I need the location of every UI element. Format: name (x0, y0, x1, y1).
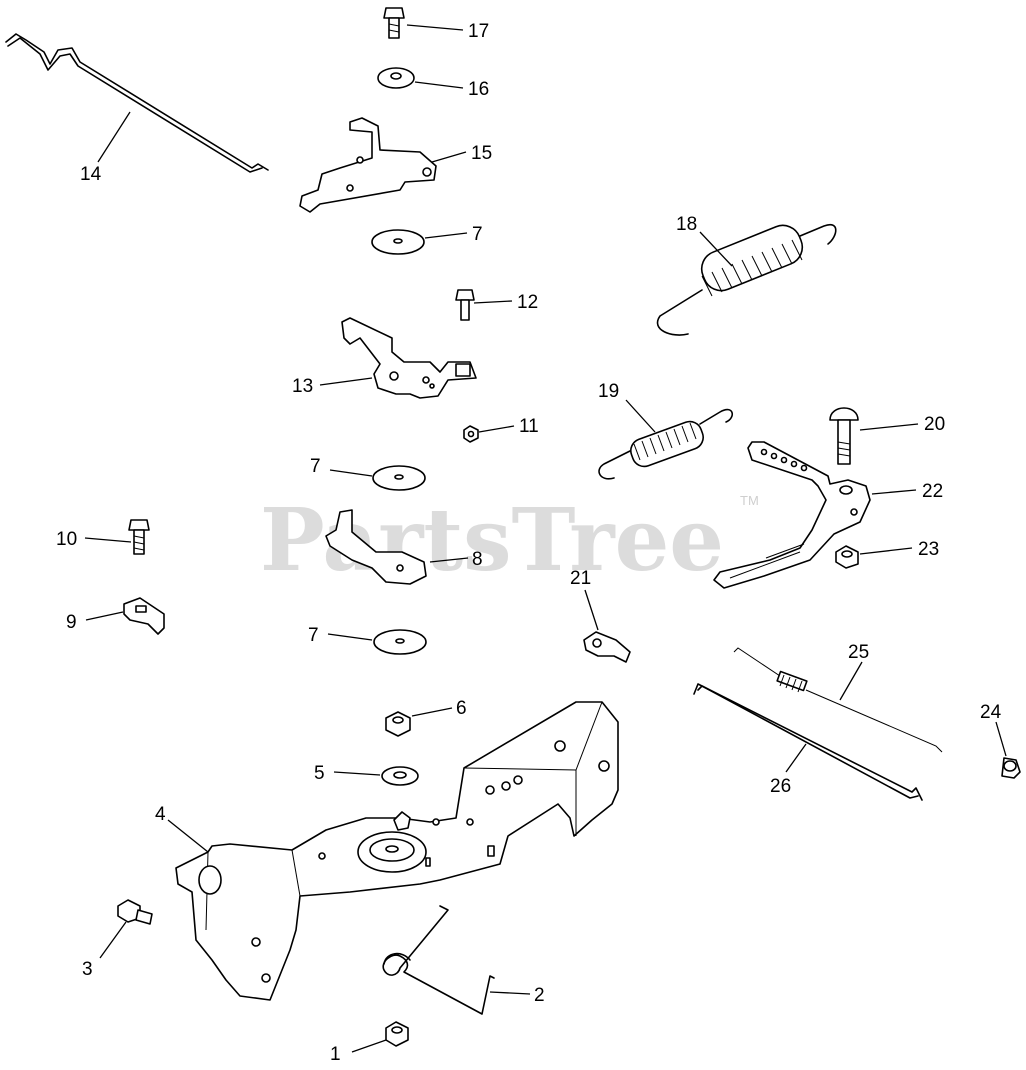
callout-9: 9 (66, 612, 77, 633)
callout-6: 6 (456, 698, 467, 719)
part-11-nut[interactable] (463, 425, 479, 443)
callout-21: 22 (922, 481, 943, 502)
callout-25: 24 (980, 702, 1002, 723)
callout-26: 26 (770, 776, 791, 797)
callout-22: 23 (918, 539, 939, 560)
part-13-lever[interactable] (341, 317, 477, 399)
part-4-control-bracket[interactable] (175, 701, 619, 1001)
part-9-clip[interactable] (123, 597, 165, 635)
callout-14: 14 (80, 164, 102, 185)
part-17-bolt[interactable] (383, 7, 405, 39)
part-22-nut[interactable] (835, 545, 859, 569)
part-20-carriage-bolt[interactable] (829, 407, 859, 465)
part-12-bolt[interactable] (455, 289, 475, 321)
part-7-washer-lower[interactable] (373, 629, 427, 655)
callout-1: 1 (330, 1044, 341, 1065)
callout-2: 2 (534, 985, 545, 1006)
part-3-bolt[interactable] (117, 899, 153, 925)
callout-23: 21 (570, 568, 591, 589)
callout-13: 13 (292, 376, 313, 397)
callout-12: 12 (517, 292, 538, 313)
part-24-spring-wire[interactable] (733, 647, 943, 753)
callout-8: 8 (472, 549, 483, 570)
callout-20: 20 (924, 414, 945, 435)
callout-7-middle: 7 (310, 456, 321, 477)
callout-7-lower: 7 (308, 625, 319, 646)
callout-24: 25 (848, 642, 869, 663)
part-8-lever[interactable] (325, 509, 427, 585)
callout-4: 4 (155, 804, 166, 825)
part-15-lever-bracket[interactable] (299, 117, 437, 213)
part-5-washer[interactable] (381, 766, 419, 786)
part-18-spring[interactable] (656, 220, 837, 336)
part-23-clip[interactable] (583, 631, 631, 663)
part-10-bolt[interactable] (128, 519, 150, 555)
callout-19: 19 (598, 381, 619, 402)
part-19-spring[interactable] (598, 408, 733, 480)
callout-17: 17 (468, 21, 489, 42)
part-7-washer-middle[interactable] (372, 465, 426, 491)
callout-11: 11 (519, 416, 539, 437)
part-6-nut[interactable] (385, 711, 411, 737)
part-14-rod[interactable] (5, 33, 269, 171)
callout-18: 18 (676, 214, 697, 235)
callout-5: 5 (314, 763, 325, 784)
watermark-trademark: TM (740, 493, 759, 508)
callout-16: 16 (468, 79, 489, 100)
part-7-washer-top[interactable] (371, 229, 425, 255)
callout-10: 10 (56, 529, 77, 550)
part-2-spring[interactable] (382, 905, 495, 1015)
callout-3: 3 (82, 959, 93, 980)
part-1-nut[interactable] (385, 1021, 409, 1047)
callout-15: 15 (471, 143, 492, 164)
callout-7-top: 7 (472, 224, 483, 245)
part-25-bushing[interactable] (1001, 757, 1021, 779)
part-16-washer[interactable] (377, 67, 415, 89)
part-21-bracket[interactable] (713, 441, 871, 589)
part-26-rod[interactable] (693, 683, 923, 801)
